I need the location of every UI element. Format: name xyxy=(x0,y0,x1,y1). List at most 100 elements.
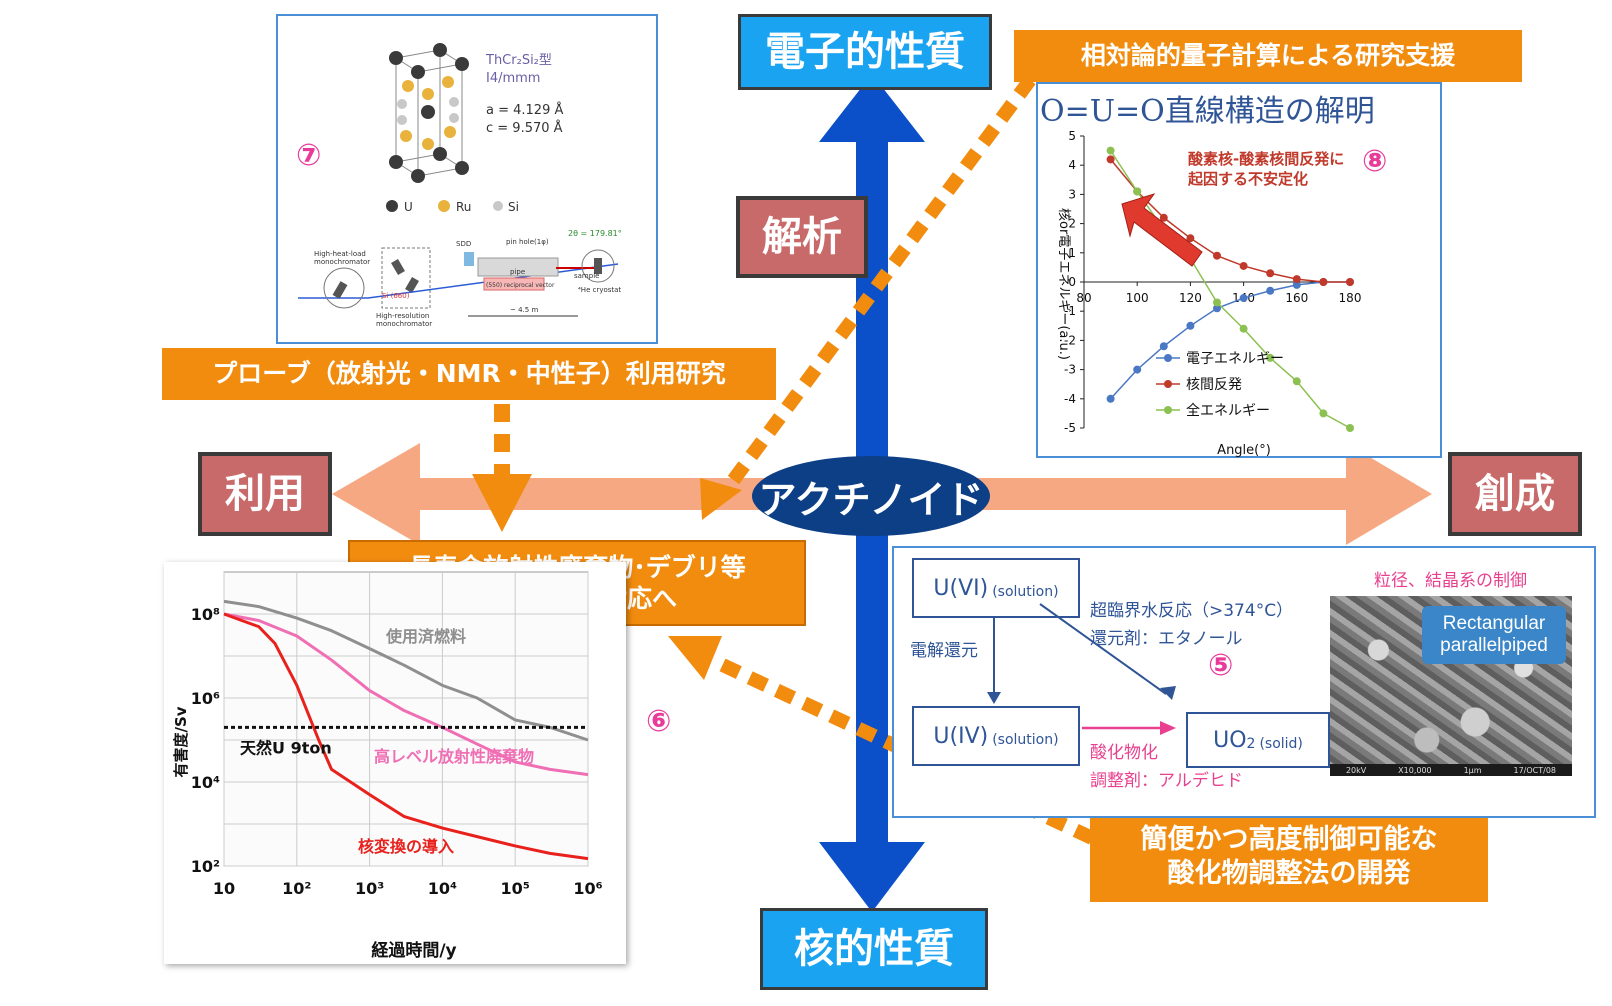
energy-xtick-label: 100 xyxy=(1126,291,1149,305)
panel8-title: O=U=O直線構造の解明 xyxy=(1040,94,1375,129)
unit-cell xyxy=(394,49,464,177)
reciprocal-label: (550) reciprocal vector xyxy=(486,282,555,289)
sample-label: sample xyxy=(574,272,599,280)
toxicity-plot-area xyxy=(223,571,589,867)
lattice-a: a = 4.129 Å xyxy=(486,102,563,118)
axis-label-creation: 創成 xyxy=(1448,452,1582,536)
energy-ytick-label: 1 xyxy=(1068,246,1076,260)
energy-series xyxy=(1106,146,1354,432)
toxicity-label-hlw: 高レベル放射性廃棄物 xyxy=(374,747,534,766)
sem-label: Rectangular parallelpiped xyxy=(1422,606,1566,664)
energy-data-point xyxy=(1159,213,1168,222)
toxicity-grid xyxy=(223,571,589,867)
energy-legend-label: 核間反発 xyxy=(1186,377,1242,393)
energy-data-point xyxy=(1213,251,1221,260)
energy-data-point xyxy=(1239,261,1248,270)
marker-5: ⑤ xyxy=(1208,648,1234,683)
energy-ytick-label: 4 xyxy=(1068,158,1076,172)
uo2-sub: (solid) xyxy=(1259,736,1303,752)
hhl-label-2: monochromator xyxy=(314,258,370,266)
energy-xlabel: Angle(°) xyxy=(1217,443,1271,458)
pinhole-label: pin hole(1φ) xyxy=(506,238,549,246)
toxicity-xtick-label: 10² xyxy=(282,879,311,898)
panel-ouo-structure: O=U=O直線構造の解明 543210-1-2-3-4-580100120140… xyxy=(1036,82,1442,458)
toxicity-series xyxy=(223,599,589,861)
energy-data-point xyxy=(1106,155,1115,164)
reaction-arrows xyxy=(987,603,1176,735)
panel-crystal-structure: ThCr₂Si₂型 I4/mmm a = 4.129 Å c = 9.570 Å… xyxy=(276,14,658,344)
uo2-label: UO xyxy=(1213,727,1247,753)
energy-ytick-label: 5 xyxy=(1068,129,1076,143)
toxicity-label-natural-u: 天然U 9ton xyxy=(240,738,332,757)
toxicity-ytick-label: 10⁸ xyxy=(191,605,220,624)
hhl-label-1: High-heat-load xyxy=(314,250,366,258)
u6-sub: (solution) xyxy=(992,584,1059,600)
hr-label-2: monochromator xyxy=(376,320,432,328)
sem-label-line1: Rectangular xyxy=(1442,613,1546,634)
axis-label-utilization: 利用 xyxy=(198,452,332,536)
annotation-line2: 起因する不安定化 xyxy=(1187,170,1308,188)
energy-data-point xyxy=(1292,275,1301,284)
connector-relativistic-head xyxy=(700,478,742,520)
toxicity-series-line xyxy=(223,599,589,742)
energy-ytick-label: 0 xyxy=(1068,275,1076,289)
energy-xtick-label: 120 xyxy=(1179,291,1202,305)
crystal-diagram: ThCr₂Si₂型 I4/mmm a = 4.129 Å c = 9.570 Å… xyxy=(298,43,622,328)
energy-legend-label: 電子エネルギー xyxy=(1186,351,1284,367)
structure-type: ThCr₂Si₂型 xyxy=(485,53,552,68)
toxicity-label-transmutation: 核変換の導入 xyxy=(358,837,454,856)
toxicity-xlabel: 経過時間/y xyxy=(371,940,456,961)
axis-label-nuclear: 核的性質 xyxy=(760,908,988,990)
energy-ytick-label: -1 xyxy=(1064,304,1076,318)
energy-series-line xyxy=(1109,150,1351,429)
energy-data-point xyxy=(1239,324,1248,333)
si660-label: Si (660) xyxy=(382,292,410,300)
reducer-label: 還元剤：エタノール xyxy=(1090,629,1243,649)
energy-data-point xyxy=(1106,146,1115,155)
energy-data-point xyxy=(1159,342,1168,351)
adjuster-label: 調整剤：アルデヒド xyxy=(1090,771,1243,791)
energy-ytick-label: 3 xyxy=(1068,187,1076,201)
distance-label: ~ 4.5 m xyxy=(510,306,538,314)
sdd-label: SDD xyxy=(456,240,471,248)
energy-xtick-label: 180 xyxy=(1339,291,1362,305)
energy-data-point xyxy=(1186,234,1195,243)
center-ellipse: アクチノイド xyxy=(752,456,990,536)
u6-label: U(VI) xyxy=(933,575,989,601)
axis-label-analysis: 解析 xyxy=(736,196,868,278)
energy-data-point xyxy=(1266,269,1275,278)
toxicity-series-line xyxy=(223,612,589,777)
center-label: アクチノイド xyxy=(758,477,984,522)
lattice-c: c = 9.570 Å xyxy=(486,120,563,136)
energy-ytick-label: -2 xyxy=(1064,333,1076,347)
marker-8: ⑧ xyxy=(1362,144,1388,179)
sem-footer: 20kV X10,000 1μm 17/OCT/08 xyxy=(1330,764,1572,776)
cryostat-label: ⁴He cryostat xyxy=(578,286,621,294)
sem-image: Rectangular parallelpiped 20kV X10,000 1… xyxy=(1330,596,1572,776)
u4-label: U(IV) xyxy=(933,723,989,749)
u4-sub: (solution) xyxy=(992,732,1059,748)
toxicity-xtick-label: 10³ xyxy=(355,879,384,898)
energy-data-point xyxy=(1213,304,1221,313)
toxicity-ytick-label: 10⁴ xyxy=(191,773,220,792)
energy-data-point xyxy=(1133,187,1142,196)
pipe-label: pipe xyxy=(510,268,525,276)
connector-oxide-head xyxy=(668,636,722,680)
box-u4: U(IV) (solution) xyxy=(912,706,1080,766)
energy-xtick-label: 160 xyxy=(1285,291,1308,305)
energy-data-point xyxy=(1133,365,1142,374)
energy-data-point xyxy=(1213,298,1221,307)
annotation-line1: 酸素核-酸素核間反発に xyxy=(1188,150,1344,168)
energy-ytick-label: -3 xyxy=(1064,363,1076,377)
legend-ru: Ru xyxy=(456,200,471,214)
energy-ytick-label: 2 xyxy=(1068,217,1076,231)
uo2-num: 2 xyxy=(1246,736,1256,752)
energy-data-point xyxy=(1319,278,1328,286)
toxicity-label-spent-fuel: 使用済燃料 xyxy=(385,627,466,646)
toxicity-ylabel: 有害度/Sv xyxy=(172,706,190,777)
energy-data-point xyxy=(1266,353,1275,362)
